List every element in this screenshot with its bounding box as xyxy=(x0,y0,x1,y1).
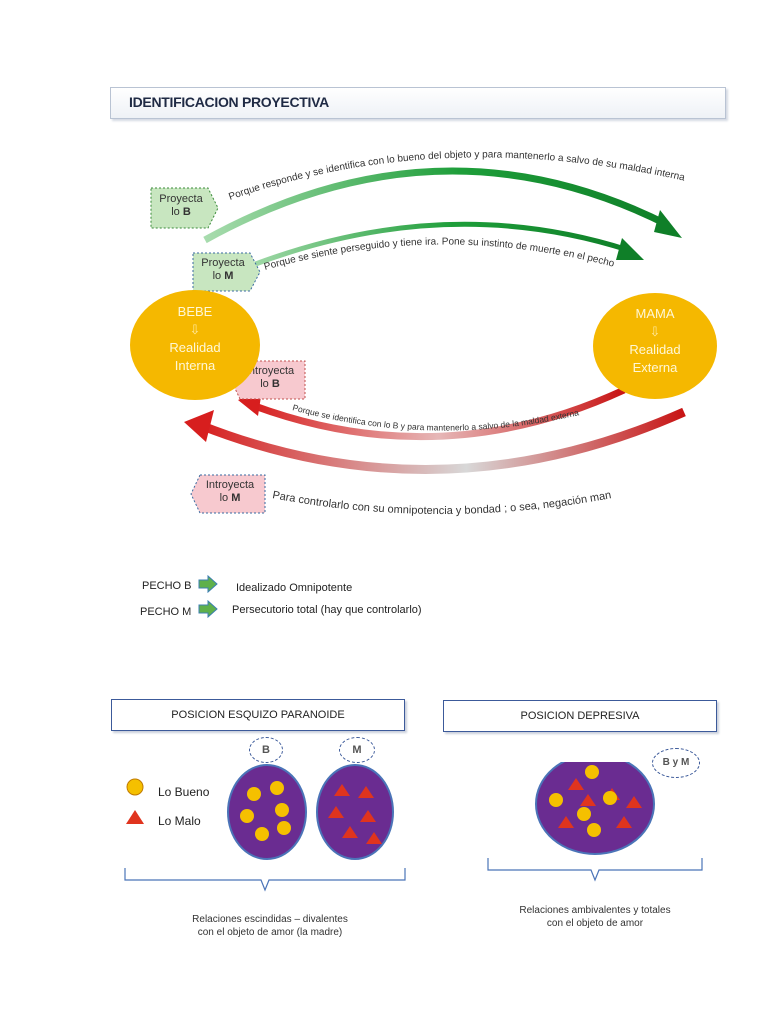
good-dot xyxy=(549,793,563,807)
caption-depresiva: Relaciones ambivalentes y totales con el… xyxy=(495,904,695,930)
tag-letter: B xyxy=(182,206,191,218)
arrow-proyecta-m-head xyxy=(616,238,644,260)
arrow-introyecta-m xyxy=(198,407,686,474)
good-dot xyxy=(587,823,601,837)
bad-triangle xyxy=(358,786,374,798)
bad-triangle xyxy=(580,794,596,806)
bubble-m: M xyxy=(339,737,375,763)
mama-name: MAMA xyxy=(635,306,675,321)
title-bar: IDENTIFICACION PROYECTIVA xyxy=(110,87,726,119)
bebe-sub2: Interna xyxy=(174,358,216,373)
bad-triangle xyxy=(360,810,376,822)
bubble-b: B xyxy=(249,737,283,763)
good-dot xyxy=(577,807,591,821)
tag-lo: lo xyxy=(260,378,272,390)
pecho-b-label: PECHO B xyxy=(142,580,192,592)
bad-triangle xyxy=(558,816,574,828)
good-dot xyxy=(247,787,261,801)
tag-proyecta-m: Proyecta lo M xyxy=(194,257,252,283)
arrow-text-2-path: Porque se siente perseguido y tiene ira.… xyxy=(263,236,616,272)
tag-introyecta-m-shape xyxy=(190,474,266,514)
green-arrow-icon xyxy=(198,600,218,618)
tag-lo: lo xyxy=(219,492,232,504)
green-arrow-icon xyxy=(198,575,218,593)
bad-triangle xyxy=(626,796,642,808)
esquizo-title: POSICION ESQUIZO PARANOIDE xyxy=(171,709,345,721)
legend-shapes xyxy=(126,778,144,824)
good-dot xyxy=(240,809,254,823)
tag-proyecta-b: Proyecta lo B xyxy=(152,193,210,219)
tag-proyecta-m-shape xyxy=(192,252,261,292)
mama-oval xyxy=(593,293,717,399)
tag-line: Proyecta xyxy=(159,193,203,205)
caption-line: Relaciones ambivalentes y totales xyxy=(519,905,671,916)
good-dot xyxy=(255,827,269,841)
bad-triangle xyxy=(342,826,358,838)
arrow-introyecta-b xyxy=(250,386,626,441)
arrow-proyecta-b-head xyxy=(654,210,682,238)
caption-line: Relaciones escindidas – divalentes xyxy=(192,914,348,925)
tag-line: Introyecta xyxy=(205,479,255,491)
arrow-text-1-path: Porque responde y se identifica con lo b… xyxy=(227,149,686,202)
legend-malo: Lo Malo xyxy=(158,814,201,828)
esquizo-title-box: POSICION ESQUIZO PARANOIDE xyxy=(111,699,405,731)
purple-circle-b xyxy=(227,764,307,860)
arrows-diagram: Porque responde y se identifica con lo b… xyxy=(0,120,686,517)
tag-proyecta-b-shape xyxy=(150,187,219,229)
circle-icon xyxy=(126,778,144,796)
object-circles xyxy=(227,762,655,860)
bebe-oval xyxy=(130,290,260,400)
bad-triangle xyxy=(616,816,632,828)
good-dot xyxy=(270,781,284,795)
depresiva-title: POSICION DEPRESIVA xyxy=(520,710,640,722)
tag-letter: M xyxy=(231,492,241,504)
page-title: IDENTIFICACION PROYECTIVA xyxy=(129,94,329,110)
good-dot xyxy=(275,803,289,817)
pecho-b-text: Idealizado Omnipotente xyxy=(236,582,353,594)
tag-letter: B xyxy=(271,378,280,390)
brace-depresiva xyxy=(487,858,703,882)
tag-lo: lo xyxy=(171,206,183,218)
bebe-name: BEBE xyxy=(177,304,213,319)
tag-introyecta-b: Introyecta lo B xyxy=(238,365,302,391)
triangle-icon xyxy=(126,810,144,824)
arrow-proyecta-b xyxy=(203,167,670,244)
arrow-introyecta-m-head xyxy=(184,410,214,442)
good-dot xyxy=(603,791,617,805)
down-arrow-icon: ⇩ xyxy=(189,322,201,337)
pecho-m-text: Persecutorio total (hay que controlarlo) xyxy=(232,604,422,616)
bebe-sub1: Realidad xyxy=(169,340,221,355)
mama-sub2: Externa xyxy=(632,360,678,375)
caption-line: con el objeto de amor xyxy=(546,918,644,929)
bad-triangle xyxy=(334,784,350,796)
brace-esquizo xyxy=(124,868,406,892)
good-dot xyxy=(585,765,599,779)
tag-introyecta-m: Introyecta lo M xyxy=(198,479,262,505)
good-dot xyxy=(277,821,291,835)
bebe-label: BEBE ⇩ Realidad Interna xyxy=(150,303,240,375)
caption-esquizo: Relaciones escindidas – divalentes con e… xyxy=(170,913,370,939)
tag-line: Introyecta xyxy=(245,365,295,377)
mama-label: MAMA ⇩ Realidad Externa xyxy=(610,305,700,377)
arrow-text-2: Porque se siente perseguido y tiene ira.… xyxy=(263,236,616,272)
tag-letter: M xyxy=(224,270,234,282)
tag-lo: lo xyxy=(212,270,225,282)
mama-sub1: Realidad xyxy=(629,342,681,357)
purple-circle-m xyxy=(316,764,394,860)
arrow-proyecta-m xyxy=(239,221,629,273)
purple-circle-bym xyxy=(535,762,655,855)
bubble-b-y-m: B y M xyxy=(652,748,700,778)
tag-line: Proyecta xyxy=(201,257,245,269)
bad-triangle xyxy=(568,778,584,790)
legend-bueno: Lo Bueno xyxy=(158,785,210,799)
bad-triangle xyxy=(328,806,344,818)
bad-triangle xyxy=(366,832,382,844)
pecho-m-label: PECHO M xyxy=(140,606,192,618)
depresiva-title-box: POSICION DEPRESIVA xyxy=(443,700,717,732)
down-arrow-icon: ⇩ xyxy=(649,324,661,339)
arrow-text-1: Porque responde y se identifica con lo b… xyxy=(227,149,686,202)
caption-line: con el objeto de amor (la madre) xyxy=(197,927,343,938)
